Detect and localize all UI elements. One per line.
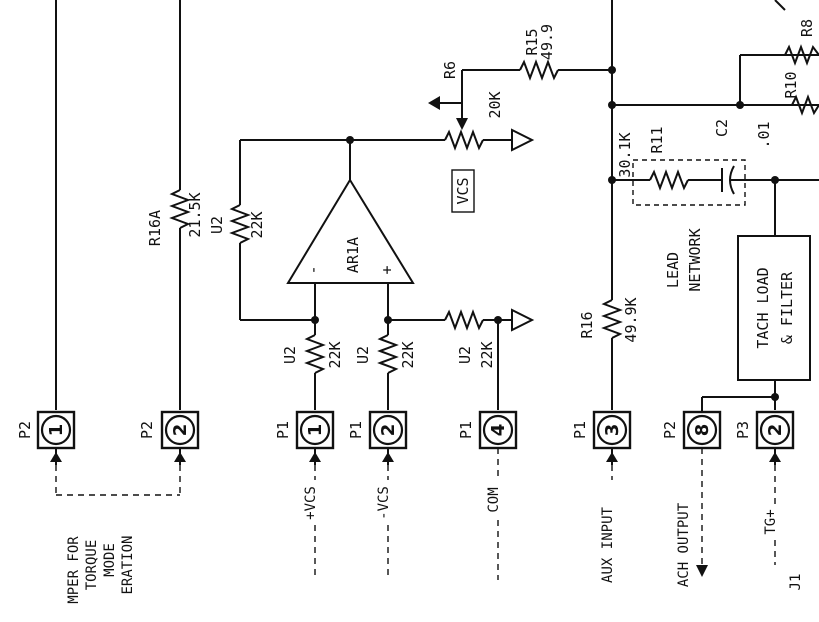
label-r15-value: 49.9 (538, 24, 556, 60)
resistor-r16 (601, 299, 623, 339)
svg-text:8: 8 (692, 424, 713, 437)
connector-label: P2 (16, 421, 34, 439)
label-u2-in1: U2 (281, 346, 299, 364)
resistor-com-h (444, 309, 484, 331)
connector-label: P1 (571, 421, 589, 439)
label-r16-value: 49.9K (622, 297, 640, 342)
label-r11: R11 (648, 126, 666, 153)
connector-label: P2 (661, 421, 679, 439)
resistor-r8 (784, 44, 819, 66)
resistor-r11 (649, 169, 689, 191)
label-r6: R6 (441, 61, 459, 79)
label-com-value: 22K (478, 341, 496, 368)
label-r8: R8 (798, 19, 816, 37)
signal-lines (50, 448, 781, 580)
junction (311, 316, 319, 324)
label-tg-plus: TG+ (763, 509, 779, 534)
label-r16a: R16A (146, 210, 164, 246)
resistor-r6 (444, 129, 484, 151)
opamp-ar1a (286, 178, 415, 284)
label-opamp-plus: + (378, 265, 396, 274)
label-filter: & FILTER (778, 271, 796, 344)
label-r10: R10 (782, 71, 800, 98)
svg-text:1: 1 (46, 424, 67, 437)
label-r16: R16 (578, 311, 596, 338)
pin-p2-8: 8 (682, 410, 722, 450)
label-lead: LEAD (664, 252, 682, 288)
svg-text:1: 1 (305, 424, 326, 437)
label-neg-vcs: -VCS (376, 486, 392, 520)
vcs-box (451, 169, 475, 213)
label-aux-input: AUX INPUT (600, 507, 616, 583)
wiper-left-arrow (428, 96, 440, 110)
offpage-arrow (511, 128, 535, 152)
label-vcs: VCS (454, 177, 472, 204)
label-tach-output: ACH OUTPUT (676, 502, 692, 587)
label-jumper-2: TORQUE (84, 540, 100, 591)
svg-text:2: 2 (765, 424, 786, 437)
label-opamp-minus: - (304, 265, 322, 274)
label-c2: C2 (713, 119, 731, 137)
label-u2-com: U2 (456, 346, 474, 364)
label-r6-value: 20K (486, 91, 504, 118)
label-jumper-3: MODE (102, 543, 118, 577)
label-feedback-value: 22K (248, 211, 266, 238)
label-com: COM (486, 487, 502, 512)
label-u2-in2: U2 (354, 346, 372, 364)
pin-p1-3: 3 (592, 410, 632, 450)
svg-text:2: 2 (378, 424, 399, 437)
label-ar1a: AR1A (344, 237, 362, 273)
connector-label: P2 (138, 421, 156, 439)
connector-label: P3 (734, 421, 752, 439)
resistor-in1 (304, 334, 326, 374)
label-network: NETWORK (686, 228, 704, 291)
label-jt: J1 (788, 574, 804, 591)
tach-load-filter-box (737, 235, 811, 381)
label-in2-value: 22K (399, 341, 417, 368)
label-u2-feedback: U2 (208, 216, 226, 234)
resistor-r15 (519, 59, 559, 81)
pin-p1-4: 4 (478, 410, 518, 450)
label-tach-load: TACH LOAD (754, 267, 772, 348)
label-pos-vcs: +VCS (303, 486, 319, 520)
svg-text:4: 4 (488, 424, 509, 437)
connector-label: P1 (347, 421, 365, 439)
resistor-r10 (791, 94, 819, 116)
connector-label: P1 (274, 421, 292, 439)
label-r11-value: 30.1K (616, 132, 634, 177)
lead-network-box (632, 159, 746, 206)
connector-label: P1 (457, 421, 475, 439)
pin-p1-1: 1 (295, 410, 335, 450)
resistor-feedback (229, 204, 251, 244)
label-c2-value: .01 (755, 121, 773, 148)
pin-p1-2: 2 (368, 410, 408, 450)
pin-p2-1: 1 (36, 410, 76, 450)
label-in1-value: 22K (326, 341, 344, 368)
resistor-r16a (169, 189, 191, 229)
label-r16a-value: 21.5K (186, 192, 204, 237)
wiper-arrow (456, 118, 468, 130)
label-jumper-4: ERATION (120, 535, 136, 594)
pin-p2-2: 2 (160, 410, 200, 450)
label-r15: R15 (523, 28, 541, 55)
svg-text:3: 3 (602, 424, 623, 437)
resistor-in2 (377, 334, 399, 374)
label-jumper-1: MPER FOR (66, 536, 82, 604)
svg-text:2: 2 (170, 424, 191, 437)
pin-p3-2: 2 (755, 410, 795, 450)
wire-top-right (774, 0, 786, 11)
offpage-arrow (511, 308, 535, 332)
